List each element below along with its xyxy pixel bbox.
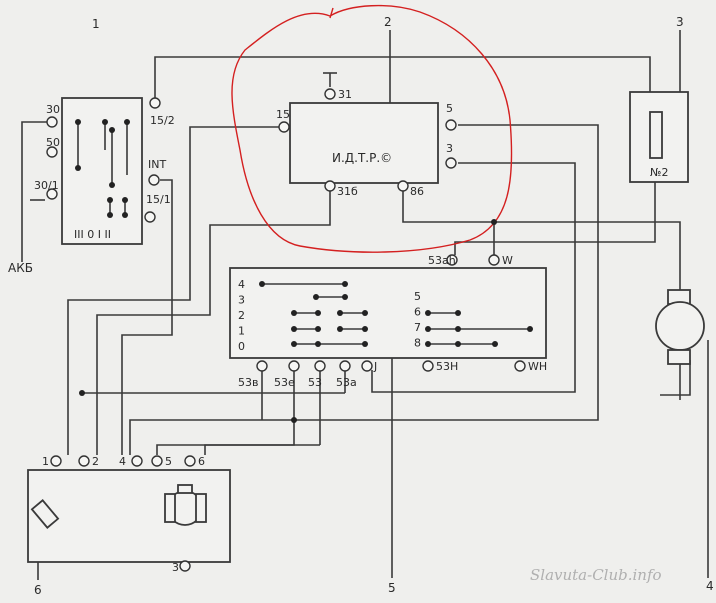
label-wh: WH	[528, 360, 547, 373]
switch-row-label-right: 7	[414, 321, 421, 334]
label-w5: 5	[165, 455, 172, 468]
fuse-box: №2 3	[629, 15, 689, 183]
switch-row-label-right: 6	[414, 306, 421, 319]
terminal-53ah	[446, 254, 458, 266]
terminal-w2	[78, 455, 90, 467]
label-w: W	[502, 254, 513, 267]
label-53: 53	[308, 376, 322, 389]
label-53ah: 53ah	[428, 254, 456, 267]
terminal-w6	[184, 455, 196, 467]
terminal-j	[361, 360, 373, 372]
motor-body	[655, 301, 705, 351]
terminal-30	[46, 116, 58, 128]
label-w2: 2	[92, 455, 99, 468]
switch-rows-right: 5 6 7 8	[414, 290, 421, 350]
switch-row-label-right: 5	[414, 290, 421, 303]
terminal-3	[445, 157, 457, 169]
relay-box	[289, 102, 439, 184]
label-53h: 53H	[436, 360, 458, 373]
fuse-label: №2	[650, 166, 668, 179]
label-31b: 31б	[337, 185, 358, 198]
wiper-switch-element	[30, 499, 60, 529]
component-number-6: 6	[34, 583, 42, 597]
label-30: 30	[46, 103, 60, 116]
wiper-brush-top	[177, 484, 193, 494]
label-relay-5: 5	[446, 102, 453, 115]
label-53b: 53в	[238, 376, 258, 389]
label-15: 15	[276, 108, 290, 121]
label-j: J	[373, 360, 377, 373]
switch-row-label-left: 4	[238, 278, 245, 291]
label-53e: 53e	[274, 376, 295, 389]
label-31: 31	[338, 88, 352, 101]
terminal-5	[445, 119, 457, 131]
motor-bottom	[667, 349, 691, 365]
ignition-box	[61, 97, 143, 245]
label-86: 86	[410, 185, 424, 198]
terminal-w	[488, 254, 500, 266]
terminal-int	[148, 174, 160, 186]
battery-label: АКБ	[8, 261, 33, 275]
terminal-wh	[514, 360, 526, 372]
switch-row-label-left: 1	[238, 325, 245, 338]
terminal-30-1	[46, 188, 58, 200]
label-50: 50	[46, 136, 60, 149]
wiper-motor: 1 2 4 5 6 3 6	[27, 455, 231, 597]
component-number-3: 3	[676, 15, 684, 29]
ignition-switch: III 0 I II 1 30 50 30/1 15/2 INT 15/1	[34, 17, 175, 245]
wiper-brush-left	[164, 493, 176, 523]
red-highlight-outline	[231, 4, 513, 253]
terminal-53e	[288, 360, 300, 372]
label-15-1: 15/1	[146, 193, 171, 206]
label-int: INT	[148, 158, 166, 171]
switch-row-label-left: 2	[238, 309, 245, 322]
switch-row-label-right: 8	[414, 337, 421, 350]
label-relay-3: 3	[446, 142, 453, 155]
switch-row-label-left: 0	[238, 340, 245, 353]
component-number-2: 2	[384, 15, 392, 29]
label-15-2: 15/2	[150, 114, 175, 127]
terminal-15	[278, 121, 290, 133]
label-53a: 53a	[336, 376, 357, 389]
ignition-positions: III 0 I II	[74, 228, 111, 241]
fuse-element	[649, 111, 663, 159]
terminal-w5	[151, 455, 163, 467]
terminal-53a	[339, 360, 351, 372]
relay-title: И.Д.Т.Р.©	[332, 151, 392, 165]
watermark: Slavuta-Club.info	[530, 566, 662, 584]
switch-rows-left: 4 3 2 1 0	[238, 278, 245, 353]
label-w3: 3	[172, 561, 179, 574]
switch-body	[229, 267, 547, 359]
label-w4: 4	[119, 455, 126, 468]
terminal-53b	[256, 360, 268, 372]
terminal-53	[314, 360, 326, 372]
column-switch: 4 3 2 1 0 5 6 7 8 53ah W 53в 53e 53 53a J 53H W…	[229, 254, 547, 595]
terminal-53h	[422, 360, 434, 372]
terminal-w1	[50, 455, 62, 467]
label-w6: 6	[198, 455, 205, 468]
switch-row-label-left: 3	[238, 294, 245, 307]
terminal-15-2	[149, 97, 161, 109]
terminal-15-1	[144, 211, 156, 223]
terminal-50	[46, 146, 58, 158]
label-w1: 1	[42, 455, 49, 468]
component-number-5: 5	[388, 581, 396, 595]
wiper-brush-right	[195, 493, 207, 523]
relay-idtr: И.Д.Т.Р.© 2 31 15 5 3 31б 86	[276, 15, 457, 198]
component-number-4: 4	[706, 579, 714, 593]
label-30-1: 30/1	[34, 179, 59, 192]
terminal-w3	[179, 560, 191, 572]
terminal-31	[324, 88, 336, 100]
washer-motor: 4	[655, 289, 714, 593]
terminal-86	[397, 180, 409, 192]
component-number-1: 1	[92, 17, 100, 31]
terminal-31b	[324, 180, 336, 192]
terminal-w4	[131, 455, 143, 467]
